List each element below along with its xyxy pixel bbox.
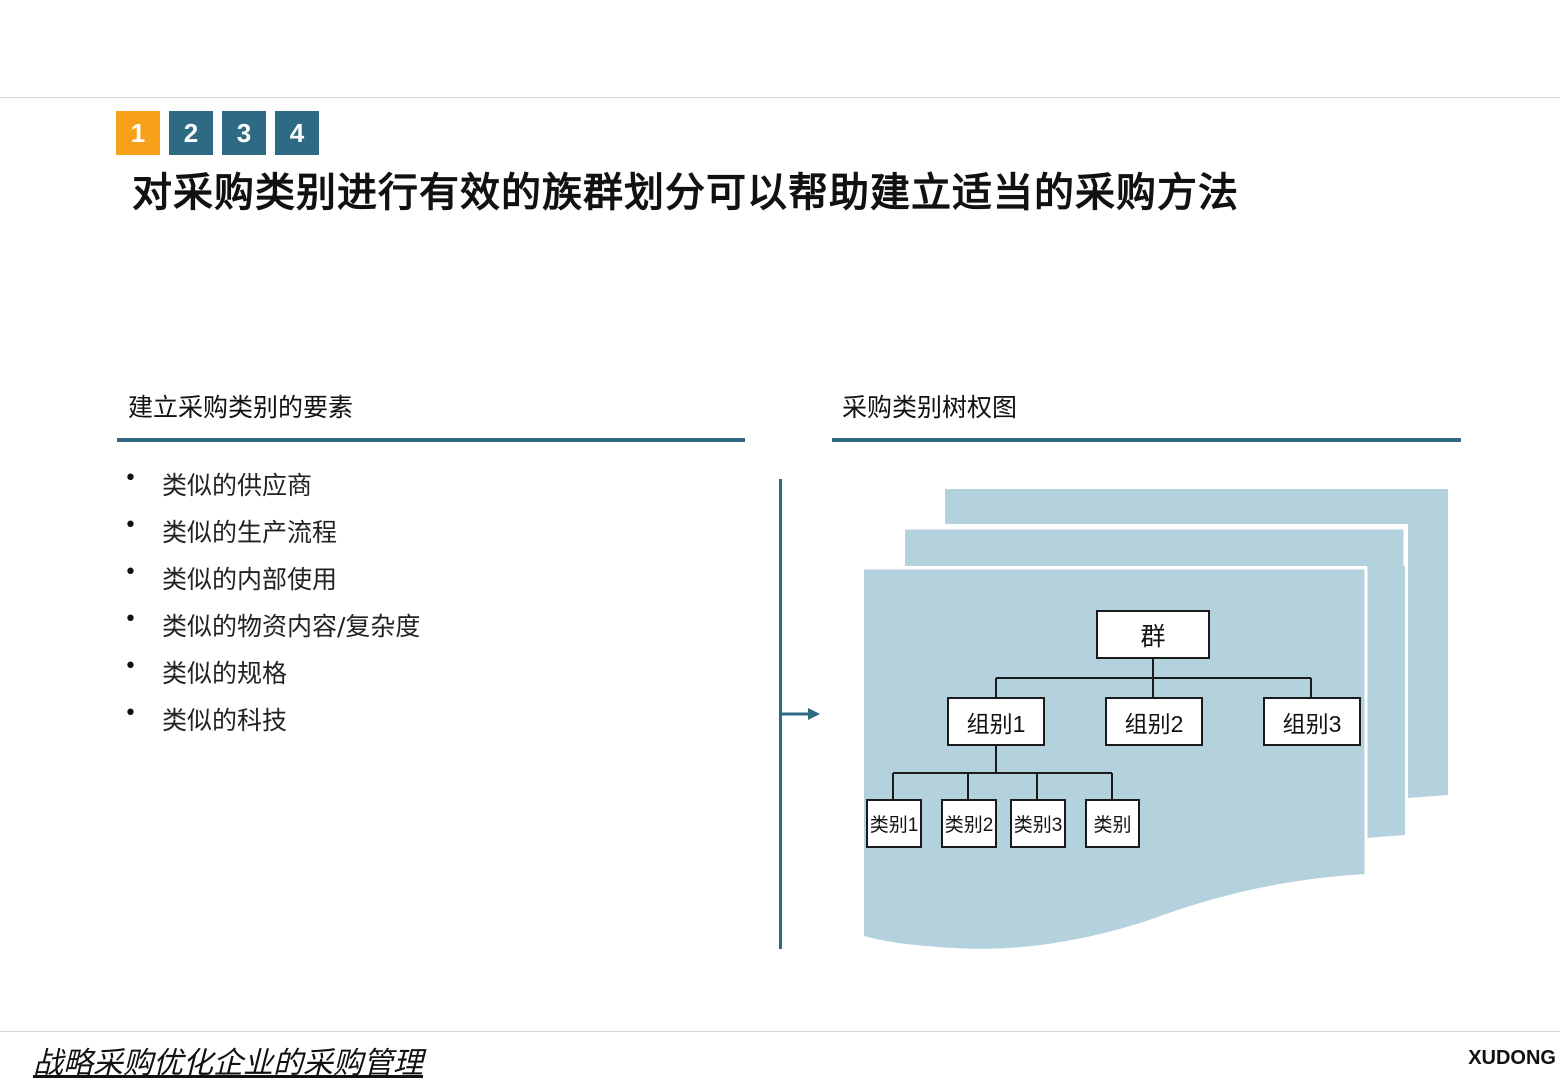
list-item: 类似的内部使用 bbox=[124, 560, 420, 607]
step-tabs: 1 2 3 4 bbox=[116, 111, 319, 155]
list-item: 类似的供应商 bbox=[124, 466, 420, 513]
right-section-underline bbox=[832, 438, 1461, 442]
footer-brand-logo: XUDONG bbox=[1468, 1047, 1556, 1069]
front-sheet bbox=[864, 568, 1366, 949]
right-section-heading: 采购类别树权图 bbox=[842, 393, 1018, 422]
right-arrow-icon bbox=[782, 708, 820, 720]
tree-node-root: 群 bbox=[1096, 610, 1210, 659]
top-rule bbox=[0, 97, 1560, 98]
tab-1[interactable]: 1 bbox=[116, 111, 160, 155]
list-item: 类似的物资内容/复杂度 bbox=[124, 607, 420, 654]
tree-node-category: 类别 bbox=[1085, 799, 1140, 848]
left-section-underline bbox=[117, 438, 745, 442]
vertical-divider bbox=[779, 479, 782, 949]
back-sheet bbox=[945, 488, 1448, 798]
tree-node-group: 组别2 bbox=[1105, 697, 1203, 746]
list-item: 类似的生产流程 bbox=[124, 513, 420, 560]
tree-node-category: 类别3 bbox=[1010, 799, 1066, 848]
stacked-sheets-graphic bbox=[864, 487, 1448, 949]
tab-3[interactable]: 3 bbox=[222, 111, 266, 155]
tree-node-category: 类别2 bbox=[941, 799, 997, 848]
tree-node-category: 类别1 bbox=[866, 799, 922, 848]
list-item: 类似的规格 bbox=[124, 654, 420, 701]
tab-2[interactable]: 2 bbox=[169, 111, 213, 155]
left-section-heading: 建立采购类别的要素 bbox=[128, 393, 354, 422]
element-list: 类似的供应商 类似的生产流程 类似的内部使用 类似的物资内容/复杂度 类似的规格… bbox=[124, 466, 420, 748]
tree-node-group: 组别3 bbox=[1263, 697, 1361, 746]
page-title: 对采购类别进行有效的族群划分可以帮助建立适当的采购方法 bbox=[132, 170, 1239, 216]
list-item: 类似的科技 bbox=[124, 701, 420, 748]
tree-node-group: 组别1 bbox=[947, 697, 1045, 746]
footer-title: 战略采购优化企业的采购管理 bbox=[33, 1046, 423, 1080]
tab-4[interactable]: 4 bbox=[275, 111, 319, 155]
middle-sheet bbox=[905, 528, 1405, 838]
bottom-rule bbox=[0, 1031, 1560, 1032]
